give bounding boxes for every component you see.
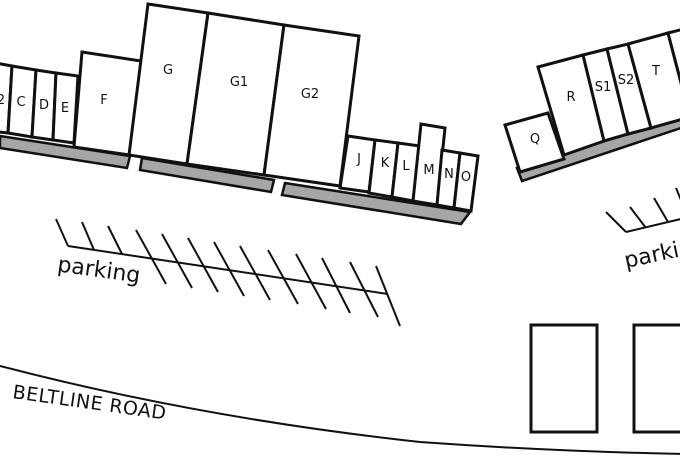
unit-o-label: O: [461, 170, 471, 185]
unit-g2-label: G2: [301, 87, 319, 102]
unit-t-label: T: [651, 64, 660, 79]
unit-c-label: C: [16, 95, 25, 110]
parking-lot-left: [55, 218, 401, 327]
unit-s2-label: S2: [618, 73, 635, 88]
unit-g-label: G: [163, 63, 173, 78]
parking-label-right: parki: [622, 238, 680, 274]
unit-2-label: 2: [0, 93, 5, 108]
unit-j-label: J: [356, 152, 361, 167]
building-lower-right-1[interactable]: [529, 323, 599, 434]
unit-e-label: E: [61, 101, 69, 116]
unit-s1-label: S1: [595, 80, 612, 95]
apron-left-2: [138, 156, 276, 194]
unit-n-label: N: [444, 167, 454, 182]
unit-s1[interactable]: S1: [581, 47, 630, 143]
parking-lot-right: [605, 187, 680, 233]
unit-u-partial[interactable]: [666, 25, 680, 117]
unit-m-label: M: [423, 163, 434, 178]
unit-q-label: Q: [530, 132, 540, 147]
unit-r-label: R: [566, 90, 575, 105]
unit-q[interactable]: Q: [503, 111, 566, 174]
parking-label-left: parking: [56, 252, 142, 288]
beltline-road-line: [0, 365, 680, 455]
unit-o[interactable]: O: [452, 151, 480, 213]
unit-g1-label: G1: [230, 75, 248, 90]
building-lower-right-2[interactable]: [632, 323, 680, 434]
unit-t[interactable]: T: [626, 31, 680, 130]
unit-l-label: L: [402, 159, 410, 174]
apron-left-3: [280, 181, 473, 226]
unit-k-label: K: [381, 156, 390, 171]
unit-d-label: D: [39, 98, 49, 113]
unit-f-label: F: [100, 93, 107, 108]
